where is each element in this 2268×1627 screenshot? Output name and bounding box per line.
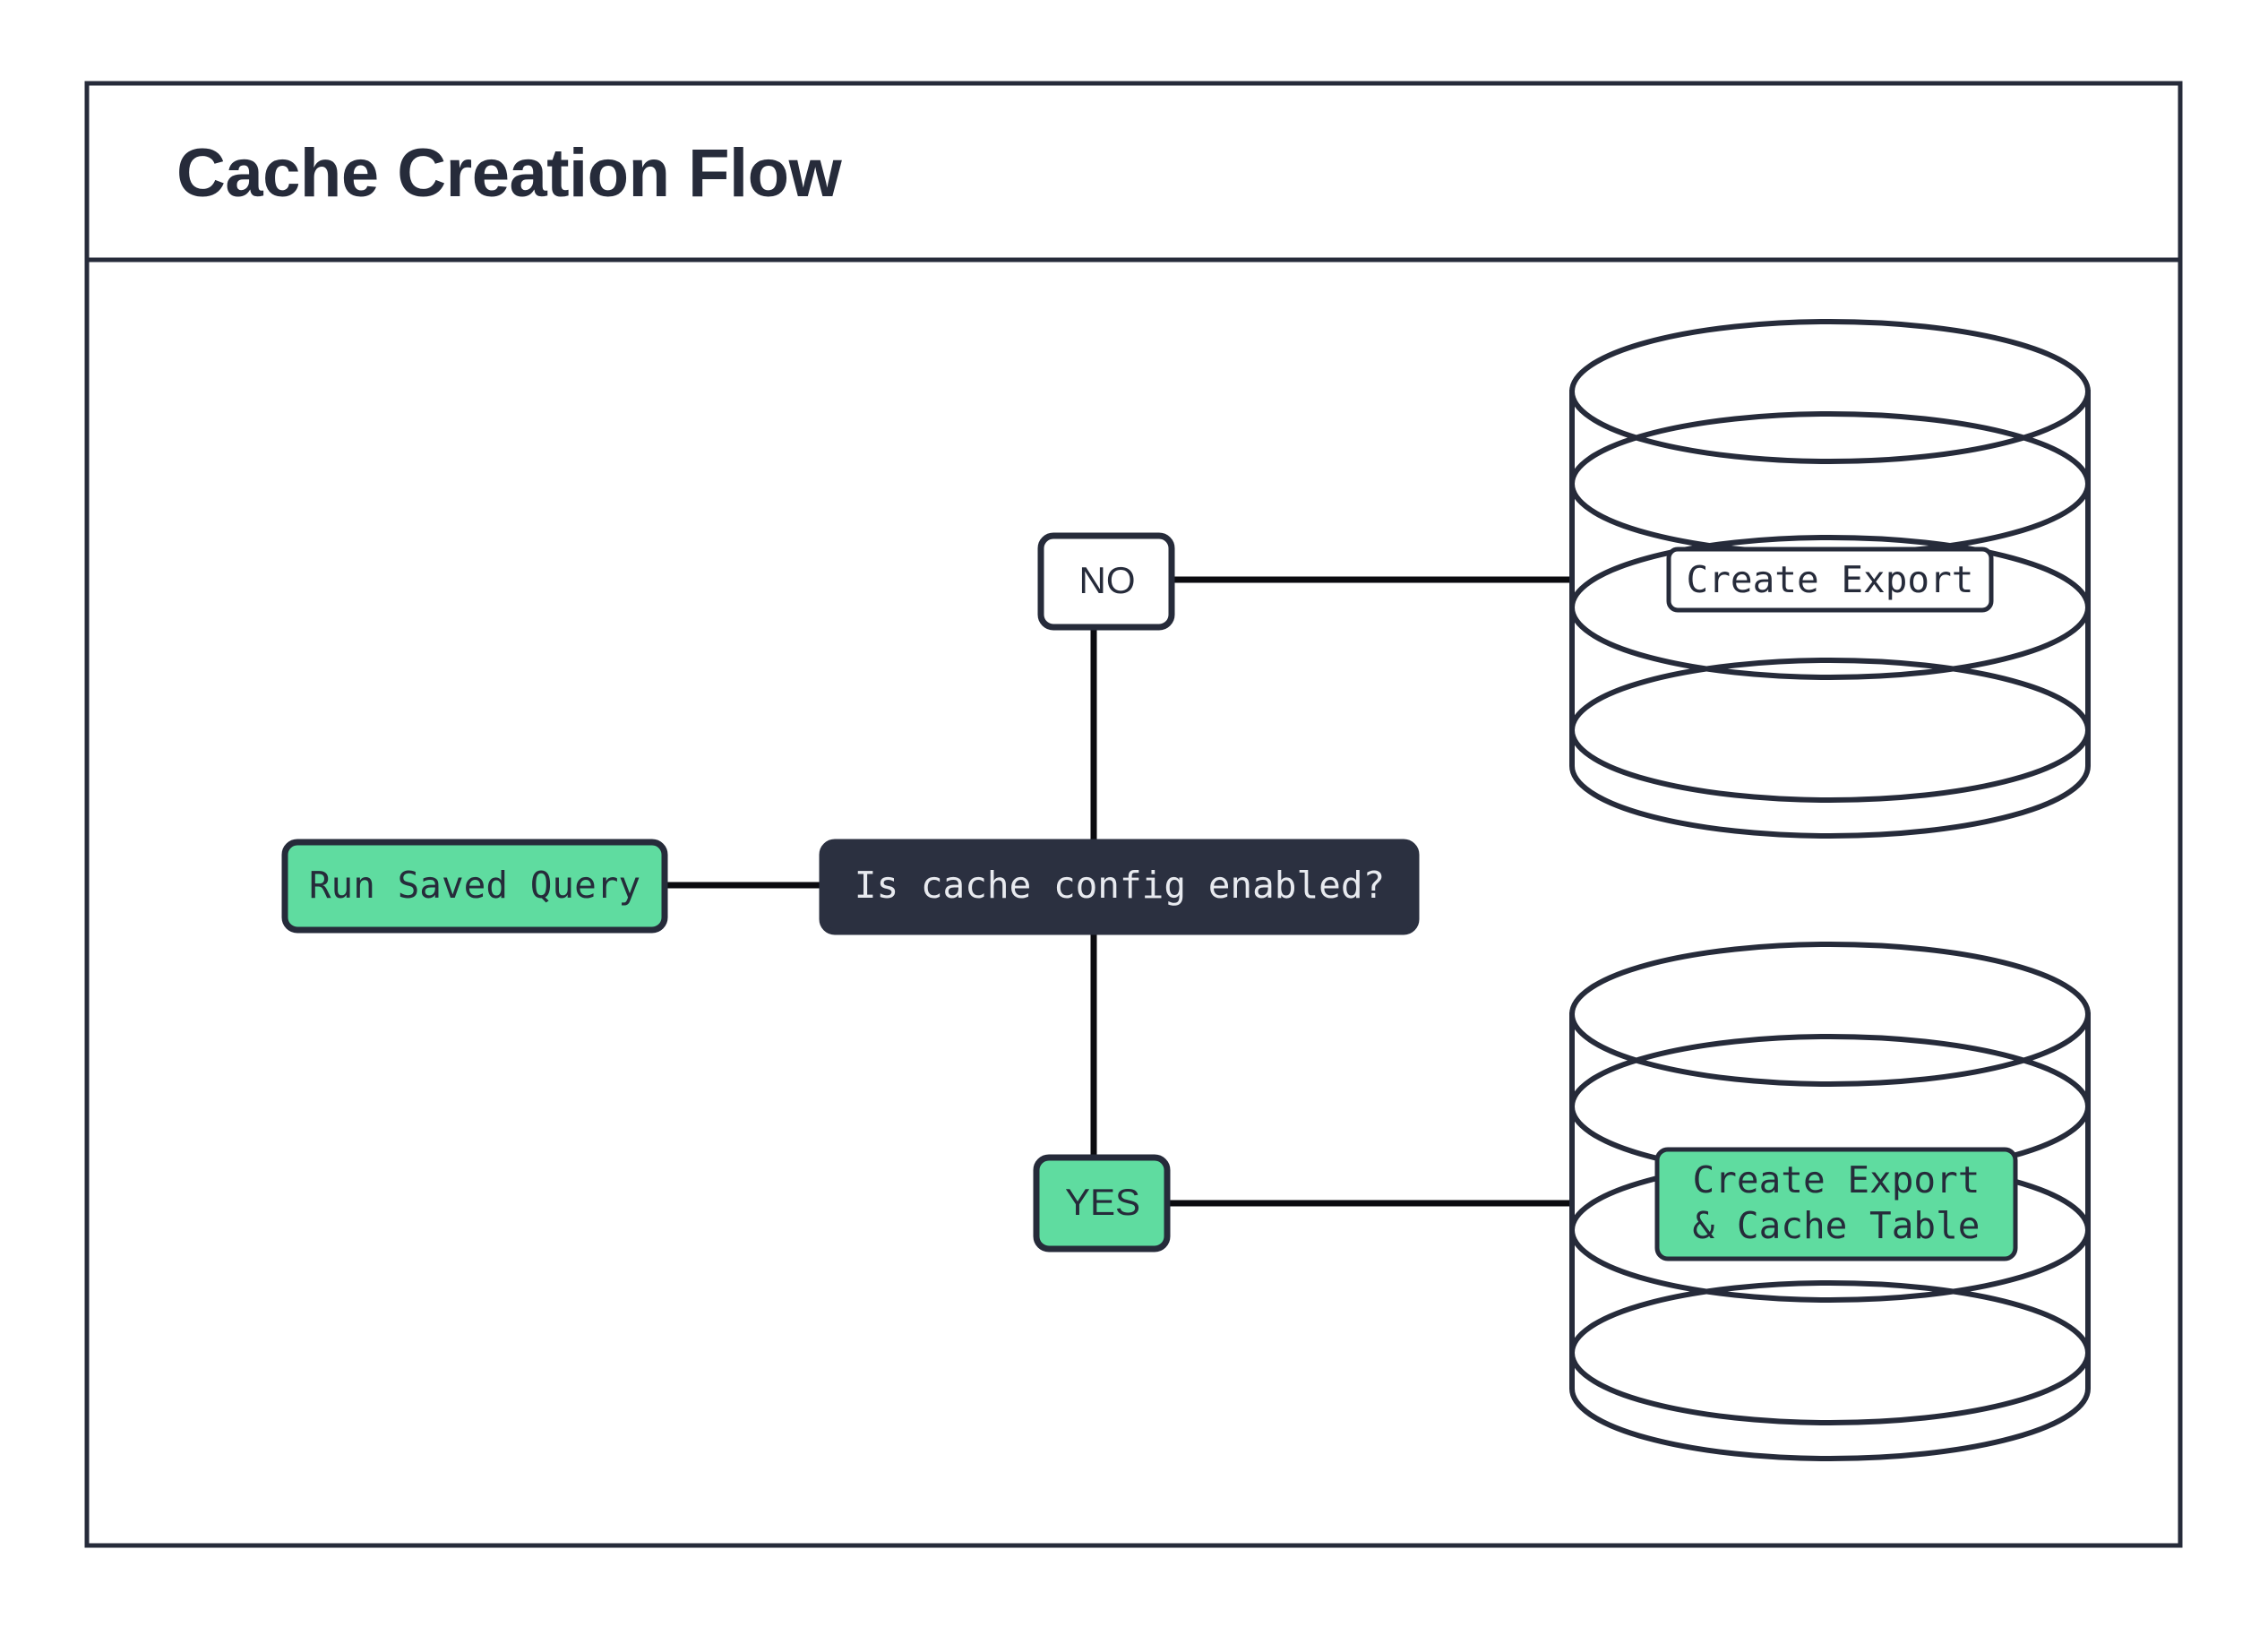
no-label: NO <box>1079 559 1136 601</box>
node-run-saved-query[interactable]: Run Saved Query <box>281 839 668 934</box>
db-export-label-box <box>1666 547 1994 613</box>
db-export-cache-label-line1: Create Export <box>1693 1158 1980 1201</box>
db-export-label: Create Export <box>1687 558 1974 601</box>
db-export-cache-label-box <box>1654 1147 2018 1261</box>
page-title: Cache Creation Flow <box>176 135 843 211</box>
db-export-cache-label-line2: & Cache Table <box>1693 1204 1980 1247</box>
decision-label: Is cache config enabled? <box>855 864 1385 907</box>
database-cylinder-create-export-cache-table: Create Export & Cache Table <box>1568 942 2092 1461</box>
run-saved-query-box[interactable] <box>281 839 668 934</box>
node-decision-is-cache-config-enabled[interactable]: Is cache config enabled? <box>819 839 1420 935</box>
decision-box[interactable] <box>819 839 1420 935</box>
edge-label-yes[interactable]: YES <box>1033 1154 1171 1253</box>
yes-label: YES <box>1065 1181 1140 1223</box>
edge-label-no[interactable]: NO <box>1037 532 1175 631</box>
no-box[interactable] <box>1037 532 1175 631</box>
yes-box[interactable] <box>1033 1154 1171 1253</box>
run-saved-query-label: Run Saved Query <box>309 864 640 907</box>
database-cylinder-create-export: Create Export <box>1568 319 2092 839</box>
